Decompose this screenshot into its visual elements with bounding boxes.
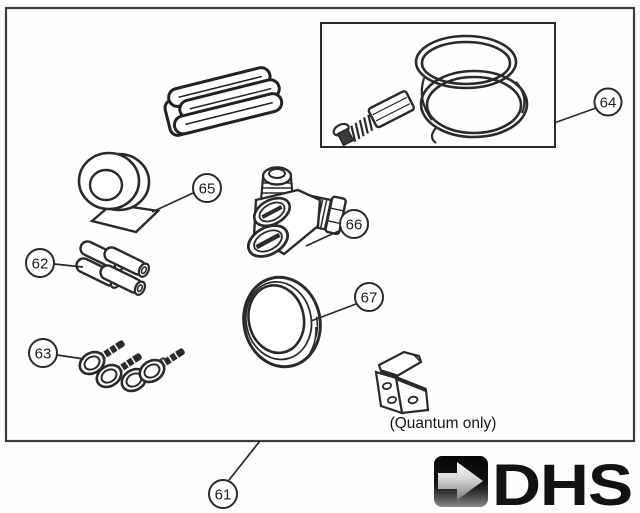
callout-67-number: 67 <box>361 289 378 306</box>
dhs-logo: DHS <box>434 453 633 513</box>
callout-63: 63 <box>28 338 85 368</box>
callout-61-number: 61 <box>215 486 232 503</box>
coiled-tubing-drawing <box>414 34 529 144</box>
callout-66-number: 66 <box>346 216 363 233</box>
eyelet-screws-drawing <box>78 340 185 393</box>
arrow-right-icon <box>438 462 483 500</box>
callout-64: 64 <box>553 87 623 124</box>
callout-67: 67 <box>310 282 384 322</box>
callout-65-number: 65 <box>199 180 216 197</box>
tape-roll-drawing <box>77 151 161 234</box>
callout-63-number: 63 <box>35 345 52 362</box>
callout-62: 62 <box>25 248 84 278</box>
logo-wordmark: DHS <box>492 453 632 513</box>
callout-62-number: 62 <box>32 255 49 272</box>
oring-seal-drawing <box>242 275 322 369</box>
fitting-with-spring-drawing <box>332 90 415 147</box>
quantum-only-caption: (Quantum only) <box>390 415 497 432</box>
tube-sleeves-drawing <box>75 240 151 296</box>
callout-61: 61 <box>208 440 261 509</box>
callout-64-number: 64 <box>600 94 617 111</box>
callout-66: 66 <box>305 209 369 247</box>
quantum-bracket-drawing <box>374 350 430 415</box>
folded-strap-drawing <box>163 66 284 137</box>
callout-65: 65 <box>151 173 222 213</box>
